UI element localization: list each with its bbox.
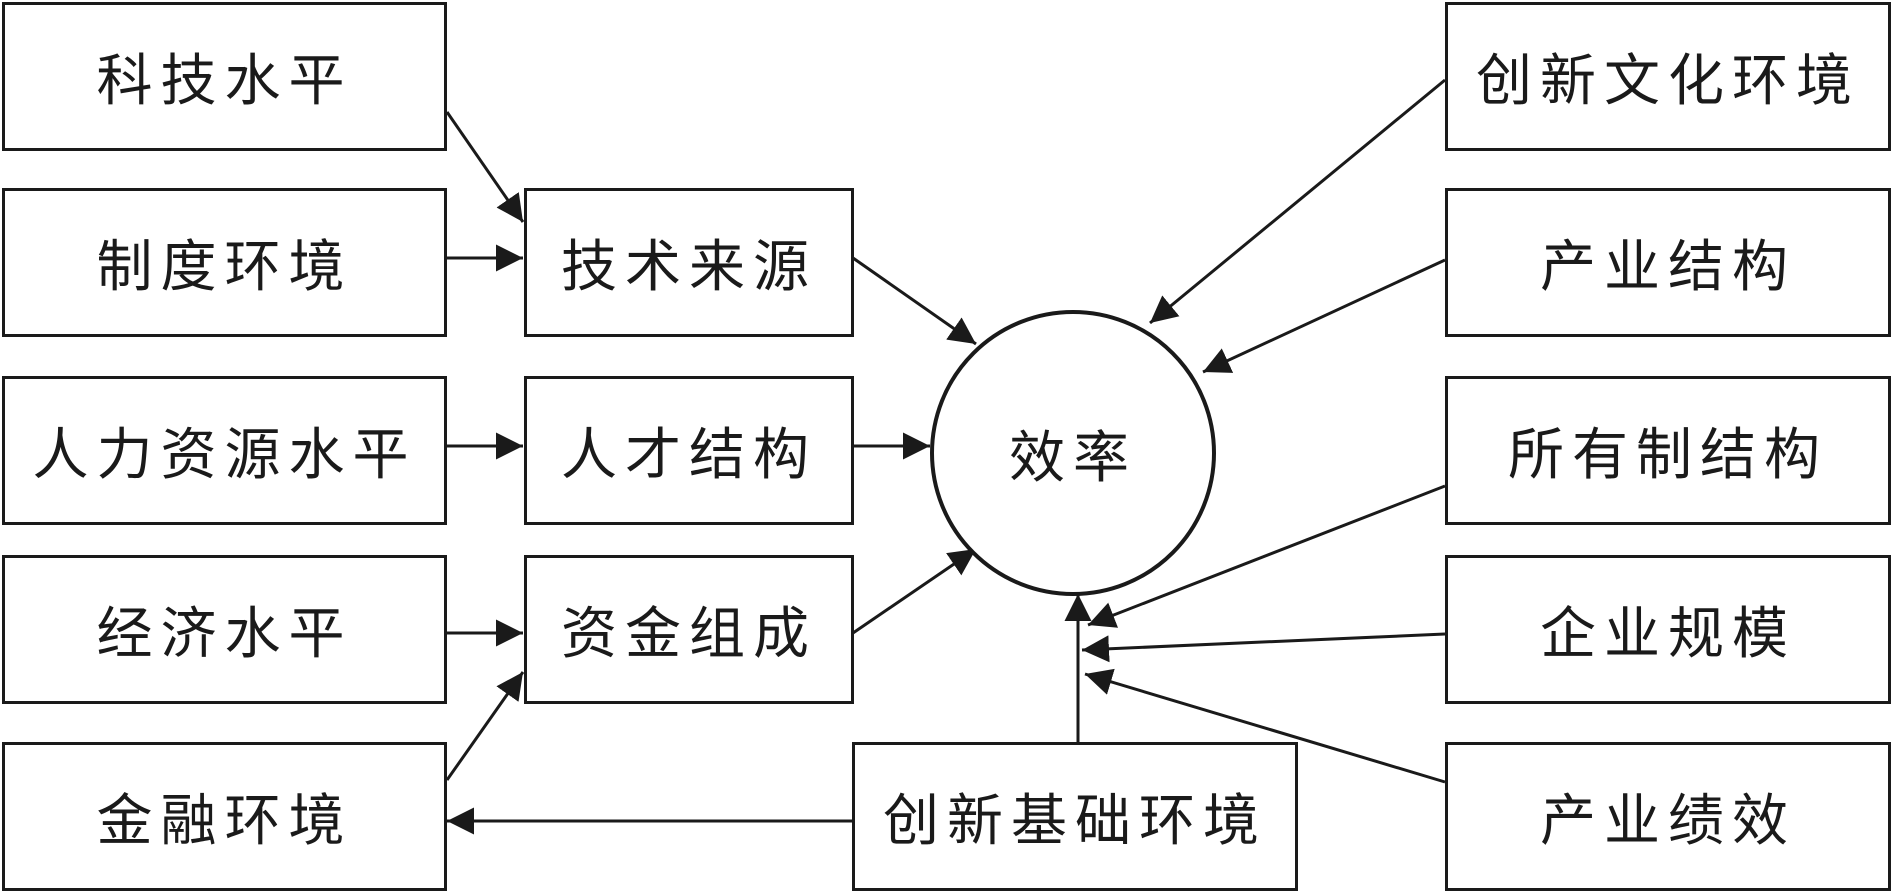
node-jishu: 技术来源 [524, 188, 854, 337]
node-keji: 科技水平 [2, 2, 447, 151]
node-jinrong-label: 金融环境 [96, 789, 353, 854]
arrow-guimo-to-xiaolv [1081, 632, 1446, 663]
node-jixiao: 产业绩效 [1445, 742, 1891, 891]
node-keji-label: 科技水平 [96, 49, 353, 114]
arrow-suoyou-to-xiaolv [1087, 484, 1446, 628]
node-jixiao-label: 产业绩效 [1540, 789, 1796, 854]
node-rencai-label: 人才结构 [561, 423, 817, 488]
node-xiaolv: 效率 [930, 310, 1216, 596]
node-jichu: 创新基础环境 [852, 742, 1298, 891]
node-rencai: 人才结构 [524, 376, 854, 525]
arrow-chanye-to-xiaolv [1202, 258, 1446, 374]
node-chanye-label: 产业结构 [1540, 235, 1796, 300]
node-chanye: 产业结构 [1445, 188, 1891, 337]
node-renli: 人力资源水平 [2, 376, 447, 525]
arrow-jixiao-to-xiaolv [1084, 668, 1446, 784]
node-jichu-label: 创新基础环境 [883, 789, 1267, 854]
node-jingji-label: 经济水平 [96, 602, 353, 667]
node-zhidu-label: 制度环境 [96, 235, 353, 300]
arrow-zijin-to-xiaolv [852, 547, 977, 635]
node-jingji: 经济水平 [2, 555, 447, 704]
node-suoyou: 所有制结构 [1445, 376, 1891, 525]
arrow-wenhua-to-xiaolv [1149, 78, 1446, 325]
node-renli-label: 人力资源水平 [32, 423, 417, 488]
node-wenhua: 创新文化环境 [1445, 2, 1891, 151]
node-jishu-label: 技术来源 [561, 235, 817, 300]
node-guimo: 企业规模 [1445, 555, 1891, 704]
node-zijin-label: 资金组成 [561, 602, 817, 667]
node-suoyou-label: 所有制结构 [1508, 423, 1828, 488]
node-xiaolv-label: 效率 [1009, 425, 1137, 491]
arrow-jishu-to-xiaolv [852, 256, 977, 346]
node-zhidu: 制度环境 [2, 188, 447, 337]
arrow-jinrong-to-zijin [445, 671, 525, 781]
node-jinrong: 金融环境 [2, 742, 447, 891]
node-wenhua-label: 创新文化环境 [1476, 49, 1860, 114]
node-zijin: 资金组成 [524, 555, 854, 704]
arrow-keji-to-jishu [445, 111, 525, 223]
node-guimo-label: 企业规模 [1540, 602, 1796, 667]
